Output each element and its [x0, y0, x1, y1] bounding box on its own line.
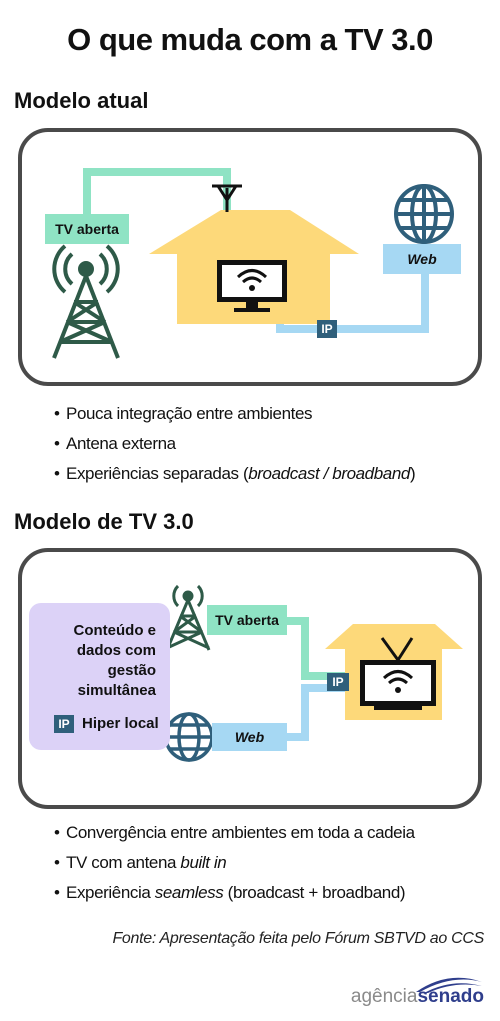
tv-aberta-tag: TV aberta	[45, 214, 129, 244]
ip-label: IP	[54, 715, 74, 733]
bullet-item: TV com antena built in	[54, 848, 415, 878]
bullet-item: Antena externa	[54, 429, 415, 459]
bullet-item: Experiência seamless (broadcast + broadb…	[54, 878, 415, 908]
tv30-model-diagram	[164, 584, 463, 762]
tv-aberta-tag: TV aberta	[207, 605, 287, 635]
ip-label: IP	[317, 320, 337, 338]
section-heading-current: Modelo atual	[14, 88, 149, 113]
tv30-model-panel: Conteúdo e dados com gestão simultânea I…	[18, 548, 482, 809]
source-note: Fonte: Apresentação feita pelo Fórum SBT…	[112, 930, 484, 947]
page-title: O que muda com a TV 3.0	[67, 22, 433, 57]
logo-swoosh-icon	[416, 977, 482, 993]
agencia-senado-logo: agênciasenado	[344, 972, 484, 1012]
hiper-local-label: Hiper local	[82, 715, 159, 732]
content-management-text: Conteúdo e dados com gestão simultânea	[73, 622, 157, 699]
bullet-item: Convergência entre ambientes em toda a c…	[54, 818, 415, 848]
web-tag: Web	[212, 723, 287, 751]
section-heading-tv30: Modelo de TV 3.0	[14, 509, 194, 534]
tv-icon	[217, 260, 287, 312]
tv30-model-bullets: Convergência entre ambientes em toda a c…	[54, 818, 415, 908]
current-model-panel: TV aberta Web IP	[18, 128, 482, 386]
bullet-item: Pouca integração entre ambientes	[54, 399, 415, 429]
globe-icon	[164, 712, 214, 762]
logo-text: agênciasenado	[350, 986, 484, 1007]
bullet-item: Experiências separadas (broadcast / broa…	[54, 459, 416, 489]
current-model-diagram	[52, 168, 454, 359]
web-tag: Web	[383, 244, 461, 274]
content-management-box: Conteúdo e dados com gestão simultânea I…	[29, 603, 170, 750]
globe-icon	[394, 184, 454, 244]
tv-icon	[360, 637, 436, 710]
roof-antenna-icon	[212, 184, 242, 212]
current-model-bullets: Pouca integração entre ambientes Antena …	[54, 399, 416, 489]
broadcast-tower-icon	[52, 244, 120, 359]
ip-label: IP	[327, 673, 349, 691]
broadcast-tower-icon	[165, 584, 211, 651]
web-signal-line	[282, 684, 352, 741]
